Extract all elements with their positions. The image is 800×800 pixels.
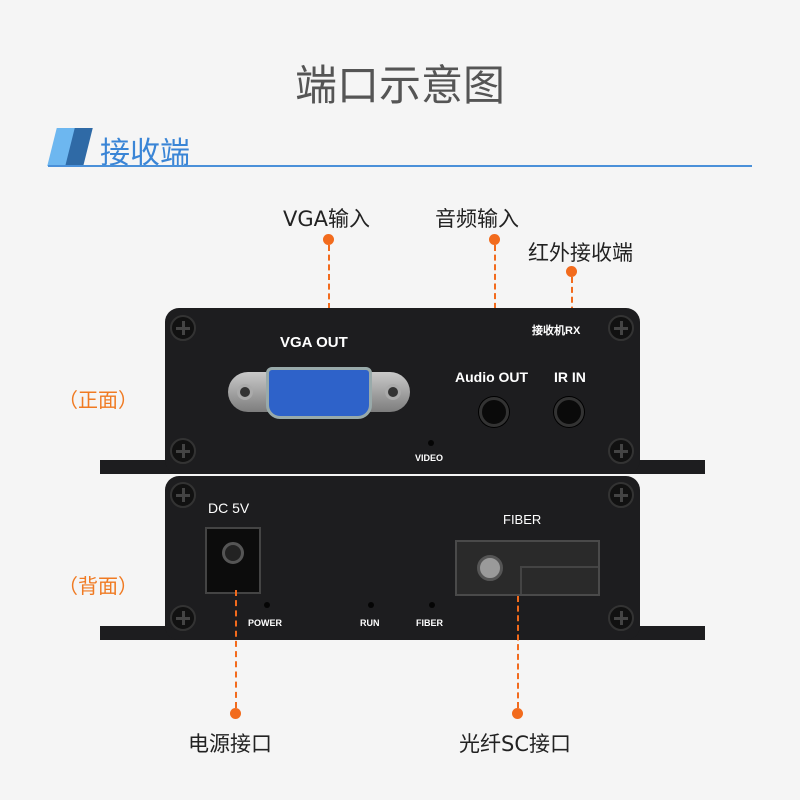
screw-icon xyxy=(608,605,634,631)
front-side-label: （正面） xyxy=(58,388,138,412)
callout-dot xyxy=(230,708,241,719)
fiber-ferrule xyxy=(477,555,503,581)
screw-icon xyxy=(170,315,196,341)
callout-ir-receiver: 红外接收端 xyxy=(528,241,633,265)
callout-power-port: 电源接口 xyxy=(188,732,272,756)
callout-fiber-sc-port: 光纤SC接口 xyxy=(459,732,571,756)
callout-dot xyxy=(323,234,334,245)
section-divider xyxy=(48,165,752,167)
screw-icon xyxy=(608,438,634,464)
callout-dot xyxy=(512,708,523,719)
fiber-led xyxy=(429,602,435,608)
vga-screw-hole xyxy=(237,384,253,400)
callout-line xyxy=(517,596,519,708)
screw-icon xyxy=(608,315,634,341)
callout-dot xyxy=(489,234,500,245)
dc-label: DC 5V xyxy=(208,500,250,516)
video-label: VIDEO xyxy=(415,453,444,463)
run-led-label: RUN xyxy=(360,618,380,628)
fiber-led-label: FIBER xyxy=(416,618,443,628)
vga-out-label: VGA OUT xyxy=(280,334,348,351)
page-title: 端口示意图 xyxy=(294,61,505,110)
ir-in-label: IR IN xyxy=(554,369,586,385)
callout-line xyxy=(494,245,496,357)
fiber-label: FIBER xyxy=(503,512,542,527)
screw-icon xyxy=(170,605,196,631)
callout-line xyxy=(328,245,330,338)
screw-icon xyxy=(170,482,196,508)
fiber-dust-cap xyxy=(520,566,598,594)
callout-line xyxy=(235,590,237,708)
vga-screw-hole xyxy=(385,384,401,400)
ir-in-jack xyxy=(554,397,584,427)
power-led-label: POWER xyxy=(248,618,283,628)
model-label: 接收机RX xyxy=(532,325,581,337)
run-led xyxy=(368,602,374,608)
video-led xyxy=(428,440,434,446)
callout-audio-input: 音频输入 xyxy=(435,207,519,231)
dc-pin xyxy=(222,542,244,564)
back-side-label: （背面） xyxy=(58,574,138,598)
audio-out-jack xyxy=(479,397,509,427)
screw-icon xyxy=(170,438,196,464)
power-led xyxy=(264,602,270,608)
callout-vga-input: VGA输入 xyxy=(283,207,371,231)
vga-port xyxy=(266,367,372,419)
screw-icon xyxy=(608,482,634,508)
audio-out-label: Audio OUT xyxy=(455,369,529,385)
callout-dot xyxy=(566,266,577,277)
